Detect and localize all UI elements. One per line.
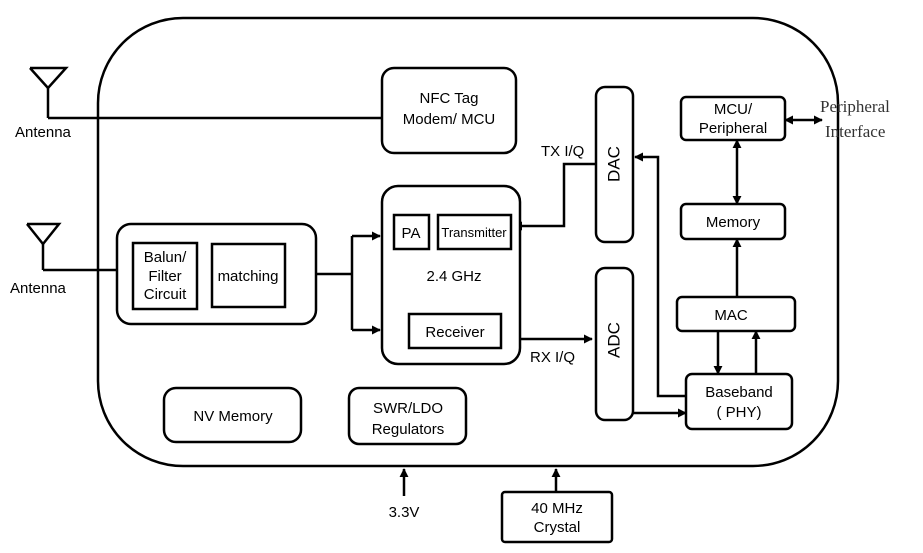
dac-label: DAC bbox=[605, 146, 624, 182]
supply-label: 3.3V bbox=[389, 504, 420, 521]
frequency-label: 2.4 GHz bbox=[426, 268, 481, 285]
mcu-label-line1: MCU/ bbox=[714, 101, 753, 118]
baseband-label-line1: Baseband bbox=[705, 384, 773, 401]
mcu-label-line2: Peripheral bbox=[699, 120, 767, 137]
baseband-block bbox=[684, 372, 794, 431]
crystal-label-line1: 40 MHz bbox=[531, 500, 583, 517]
mac-block bbox=[675, 295, 797, 333]
memory-block bbox=[679, 202, 787, 241]
nfc-block bbox=[380, 66, 518, 155]
regulators-label-line2: Regulators bbox=[372, 421, 445, 438]
antenna-bottom-label: Antenna bbox=[10, 280, 67, 297]
antenna-top-label: Antenna bbox=[15, 124, 72, 141]
balun-label-line1: Balun/ bbox=[144, 249, 187, 266]
connection-wires bbox=[43, 115, 823, 496]
adc-block bbox=[594, 266, 635, 422]
balun-label-line2: Filter bbox=[148, 268, 181, 285]
matching-label: matching bbox=[218, 268, 279, 285]
antenna-bottom-icon bbox=[26, 222, 62, 270]
transmitter-label: Transmitter bbox=[441, 225, 507, 240]
mac-label: MAC bbox=[714, 307, 748, 324]
antenna-top-icon bbox=[29, 66, 69, 118]
mcu-peripheral-block bbox=[679, 95, 787, 142]
arrow-dac-to-tx bbox=[513, 162, 596, 231]
transmitter-block bbox=[436, 213, 513, 251]
peripheral-interface-line1: Peripheral bbox=[820, 97, 890, 116]
receiver-block bbox=[407, 312, 503, 350]
regulators-label-line1: SWR/LDO bbox=[373, 400, 443, 417]
nfc-label-line1: NFC Tag bbox=[420, 90, 479, 107]
balun-filter-block bbox=[131, 241, 199, 311]
crystal-label-line2: Crystal bbox=[534, 519, 581, 536]
nv-memory-block bbox=[162, 386, 303, 444]
balun-label-line3: Circuit bbox=[144, 286, 187, 303]
nv-memory-label: NV Memory bbox=[193, 408, 273, 425]
pa-block bbox=[392, 213, 431, 251]
adc-label: ADC bbox=[605, 322, 624, 358]
matching-block bbox=[210, 242, 287, 309]
tx-iq-label: TX I/Q bbox=[541, 143, 584, 160]
regulators-block bbox=[347, 386, 468, 446]
dac-block bbox=[594, 85, 635, 244]
pa-label: PA bbox=[402, 225, 421, 242]
nfc-label-line2: Modem/ MCU bbox=[403, 111, 496, 128]
receiver-label: Receiver bbox=[425, 324, 484, 341]
crystal-block bbox=[500, 490, 614, 544]
rx-iq-label: RX I/Q bbox=[530, 349, 575, 366]
peripheral-interface-line2: Interface bbox=[825, 122, 885, 141]
memory-label: Memory bbox=[706, 214, 761, 231]
baseband-label-line2: ( PHY) bbox=[717, 404, 762, 421]
arrow-baseband-to-dac bbox=[634, 152, 686, 398]
